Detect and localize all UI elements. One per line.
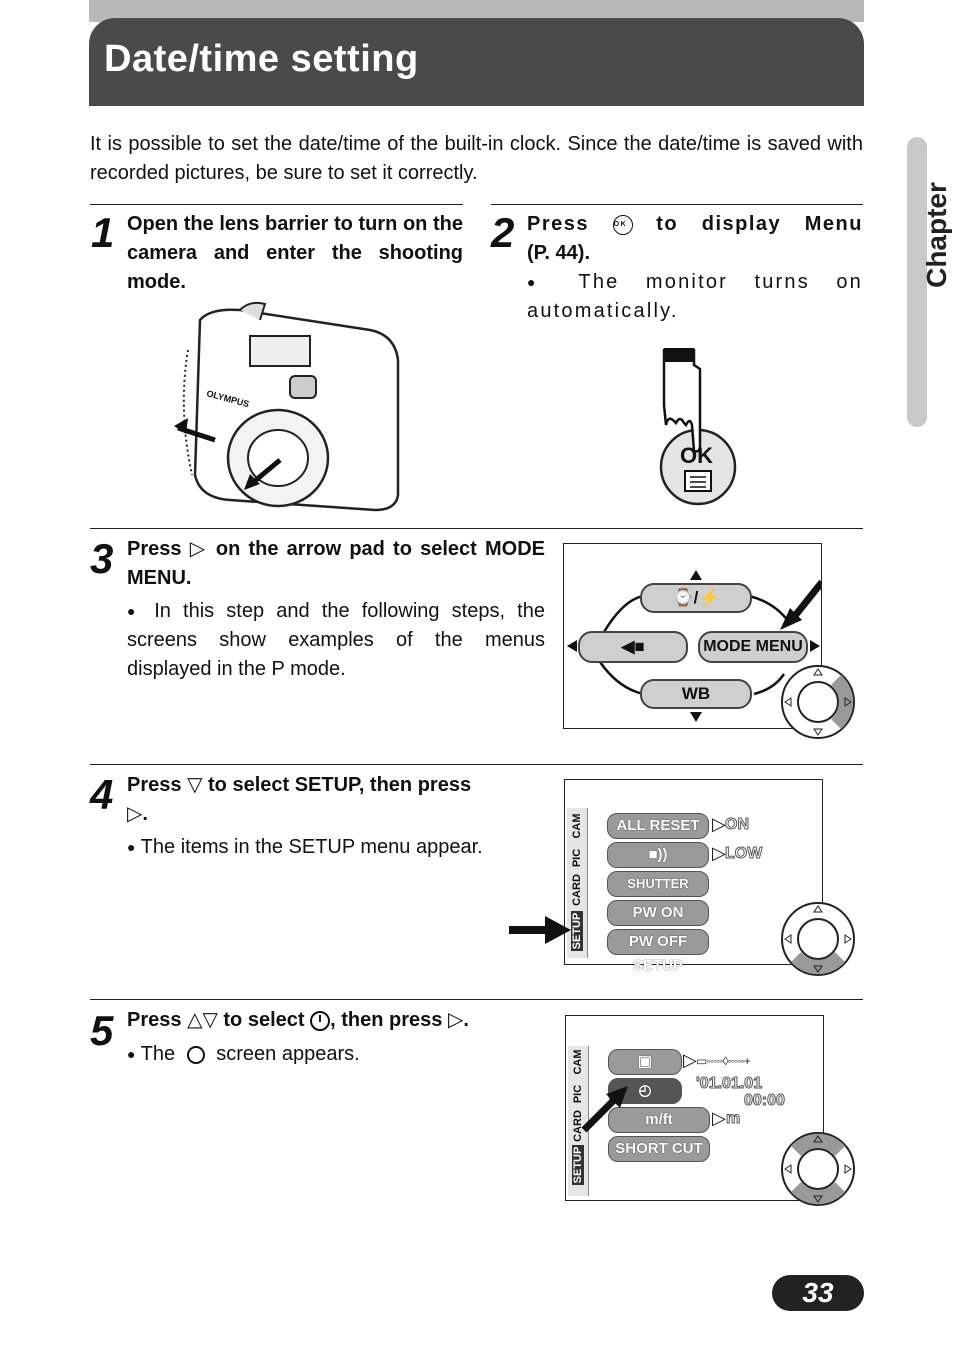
back-option[interactable]: ◀■ (578, 631, 688, 663)
date-value: '01.01.01 (695, 1075, 763, 1093)
step5-heading-then: , then press (330, 1009, 443, 1031)
brightness-scale: ▭◦◦◦◦◦◊◦◦◦◦◦+ (696, 1054, 751, 1068)
step4-rule (90, 764, 863, 765)
step1-number: 1 (91, 209, 115, 256)
right-arrow-icon: ▷ (712, 1108, 726, 1128)
step2-bullet: ● The monitor turns on automatically. (527, 268, 863, 326)
bullet-dot: ● (127, 1046, 136, 1063)
volume-value: LOW (724, 845, 763, 863)
chapter-tab (907, 137, 927, 427)
step4-bullet-text: The items in the SETUP menu appear. (140, 836, 483, 858)
page-number: 33 (772, 1275, 864, 1311)
step4-heading-rest: to select SETUP, then press (208, 774, 472, 796)
tab-setup[interactable]: SETUP (572, 1145, 584, 1185)
wb-option[interactable]: WB (640, 679, 752, 709)
tab-setup[interactable]: SETUP (571, 911, 583, 951)
step2-heading-press: Press (527, 213, 589, 235)
step5-bullet-text-b: screen appears. (216, 1043, 360, 1065)
step5-heading-press: Press (127, 1009, 182, 1031)
step5-heading: Press △▽ to select , then press ▷. (127, 1006, 557, 1035)
bullet-dot: ● (127, 839, 136, 856)
step1-heading: Open the lens barrier to turn on the cam… (127, 213, 463, 293)
step5-bullet-text-a: The (140, 1043, 176, 1065)
menu-item-m-ft[interactable]: m/ft (608, 1107, 710, 1133)
step4-heading: Press ▽ to select SETUP, then press ▷. (127, 771, 545, 829)
step3-bullet-text: In this step and the following steps, th… (127, 600, 545, 681)
right-arrow-icon: ▷ (683, 1050, 697, 1070)
step3-rule (90, 528, 863, 529)
all-reset-value: ON (725, 816, 750, 834)
menu-item-pw-on-setup[interactable]: PW ON SETUP (607, 900, 709, 945)
clock-icon (310, 1010, 331, 1031)
page-title: Date/time setting (104, 38, 419, 80)
step3-bullet: ● In this step and the following steps, … (127, 597, 545, 684)
menu-button-icon: OK (612, 214, 633, 235)
menu-item-all-reset[interactable]: ALL RESET (607, 813, 709, 839)
step2-heading: Press OK to display Menu(P. 44). (527, 213, 863, 264)
intro-paragraph: It is possible to set the date/time of t… (90, 133, 863, 184)
setup-clock-menu-screen: CAM PIC CARD SETUP ▣ ◴ m/ft SHORT CUT ▷ … (565, 1015, 824, 1201)
right-arrow-icon: ▷ (189, 538, 208, 560)
camera-illustration: OLYMPUS (174, 301, 400, 512)
menu-item-brightness[interactable]: ▣ (608, 1049, 682, 1075)
up-down-arrow-icon: △▽ (187, 1009, 218, 1031)
arrow-pad-icon (781, 902, 855, 976)
step4-bullet: ● The items in the SETUP menu appear. (127, 833, 545, 862)
right-arrow-icon: ▷ (127, 803, 143, 825)
menu-item-shutter-sound[interactable]: SHUTTER SOUND (607, 871, 709, 915)
ok-button-press-illustration: OK (659, 348, 737, 506)
arrow-pad-icon (781, 1132, 855, 1206)
step3-number: 3 (90, 535, 114, 582)
step4-heading-press: Press (127, 774, 182, 796)
mode-menu-arcs (567, 570, 821, 722)
step3-heading: Press ▷ on the arrow pad to select MODE … (127, 535, 545, 593)
header-banner (89, 18, 864, 106)
step1-rule (90, 204, 463, 205)
right-arrow-icon: ▷ (447, 1009, 464, 1031)
tab-card[interactable]: CARD (571, 874, 583, 906)
self-timer-flash-option[interactable]: ⌚/⚡ (640, 583, 752, 613)
menu-item-pw-off-setup[interactable]: PW OFF SETUP (607, 929, 709, 974)
step5-number: 5 (90, 1007, 114, 1054)
bullet-dot: ● (527, 274, 555, 291)
step4-heading-end: . (142, 803, 148, 825)
setup-menu-screen: CAM PIC CARD SETUP ALL RESET ■)) SHUTTER… (564, 779, 823, 974)
clock-icon (186, 1045, 205, 1064)
right-arrow-icon: ▷ (712, 814, 726, 834)
menu-item-volume[interactable]: ■)) (607, 842, 709, 868)
pointer-arrow-icon (581, 1086, 628, 1133)
chapter-label: Chapter 1 (921, 182, 954, 288)
pointer-arrow-icon (509, 916, 571, 944)
unit-value: m (725, 1110, 741, 1128)
step4-number: 4 (90, 771, 114, 818)
mode-menu-option[interactable]: MODE MENU (698, 631, 808, 663)
step5-bullet: ● The screen appears. (127, 1040, 545, 1069)
step3-heading-press: Press (127, 538, 182, 560)
step2-bullet-text: The monitor turns on automatically. (527, 271, 863, 323)
down-arrow-icon: ▽ (187, 774, 203, 796)
bullet-dot: ● (127, 603, 143, 620)
step3-heading-rest: on the arrow pad to select MODE MENU. (127, 538, 545, 589)
step2-rule (491, 204, 863, 205)
right-arrow-icon: ▷ (712, 843, 726, 863)
step5-heading-end: . (463, 1009, 469, 1031)
mode-menu-screen: ⌚/⚡ ◀■ MODE MENU WB (563, 543, 822, 729)
step2-number: 2 (491, 209, 515, 256)
step5-rule (90, 999, 863, 1000)
menu-item-short-cut[interactable]: SHORT CUT (608, 1136, 710, 1162)
time-value: 00:00 (744, 1092, 786, 1110)
step5-heading-select: to select (223, 1009, 305, 1031)
header-top-band (89, 0, 864, 22)
arrow-pad-icon (781, 665, 855, 739)
